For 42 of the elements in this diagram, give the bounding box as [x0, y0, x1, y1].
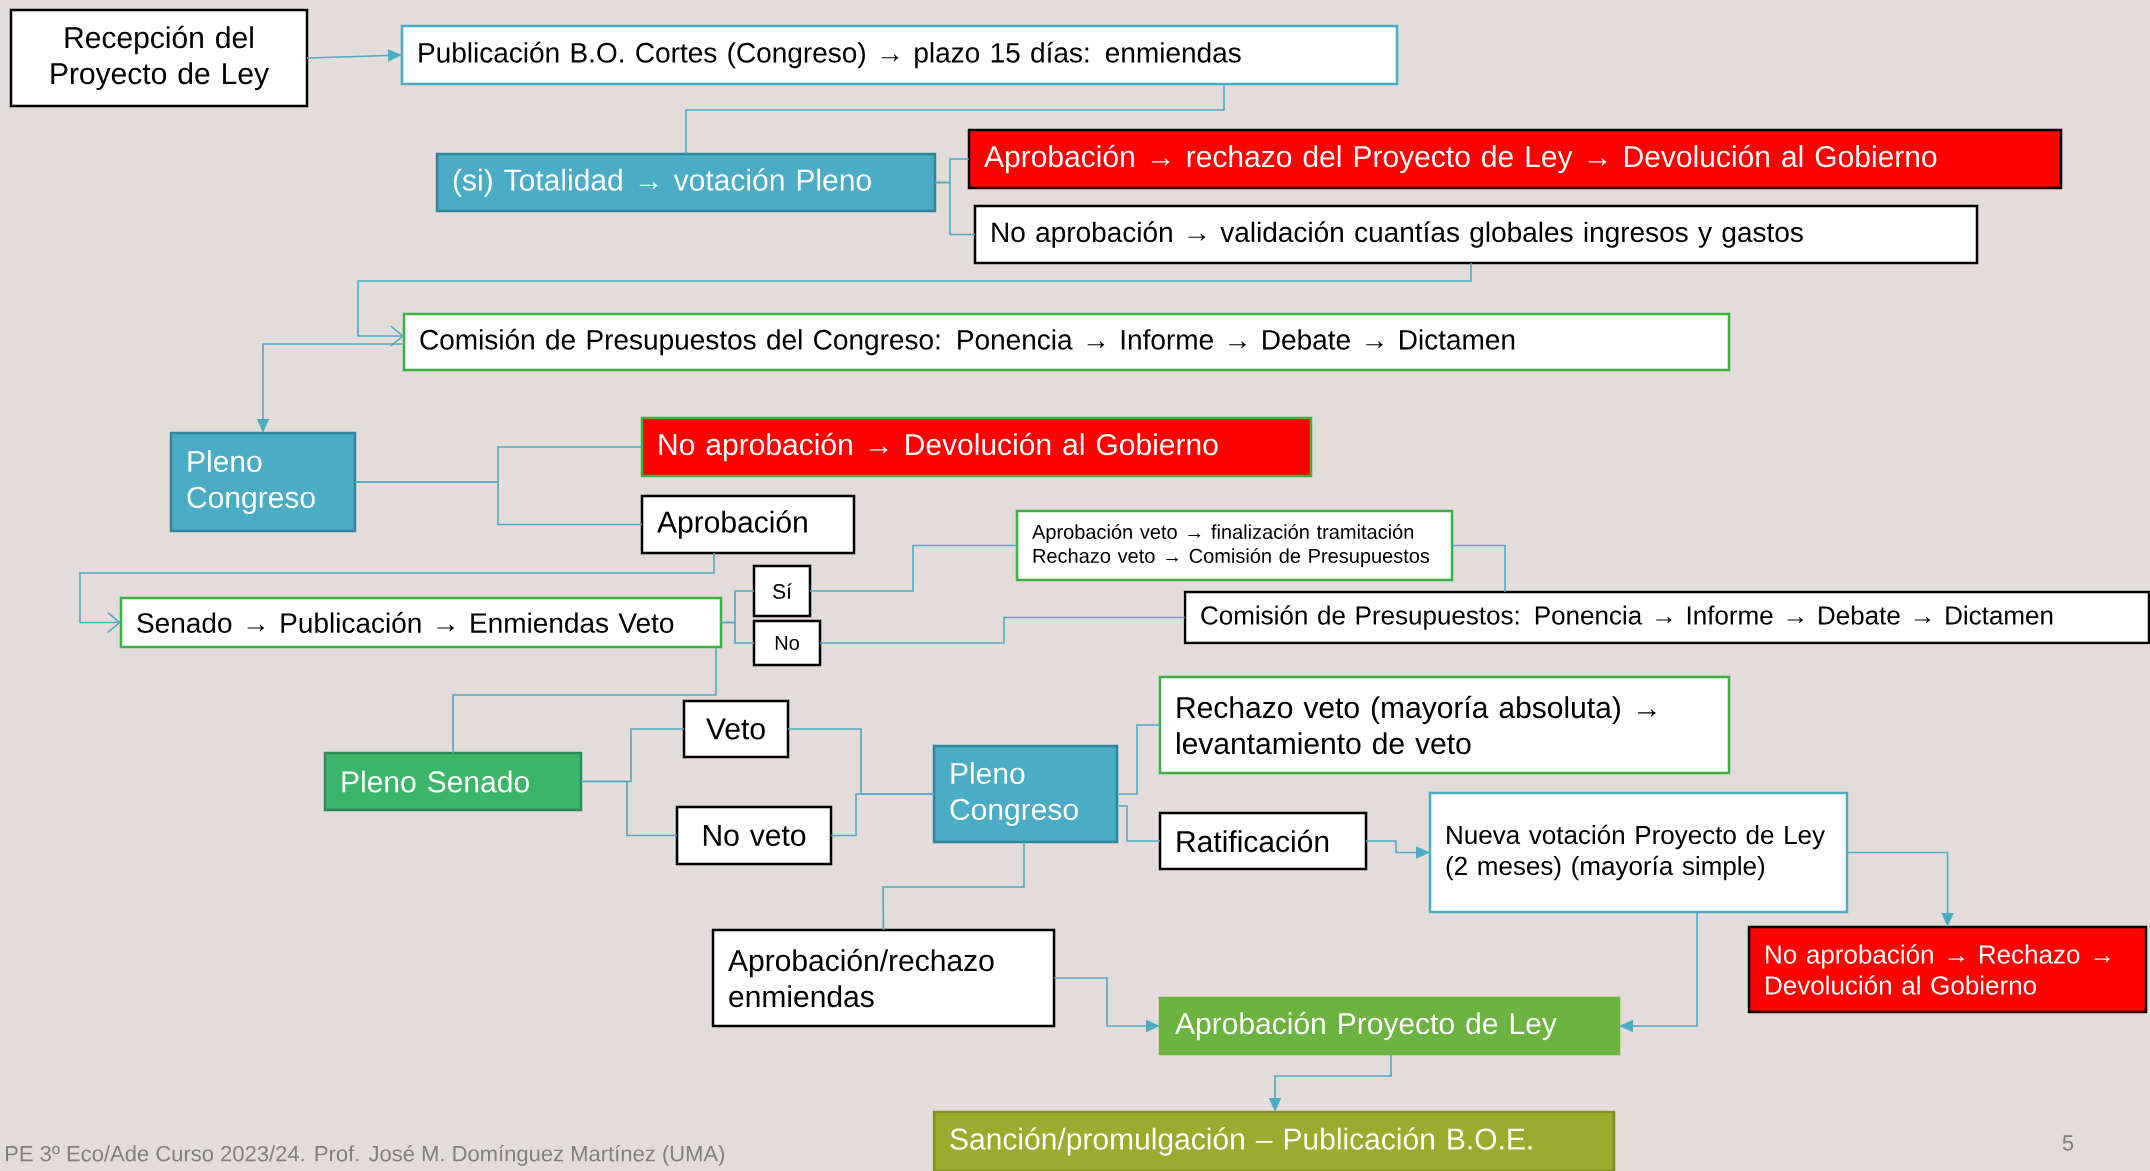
connector-line: [720, 621, 755, 644]
connector-line: [685, 83, 1225, 155]
connector-line: [580, 780, 678, 837]
process-box: Sanción/promulgación – Publicación B.O.E.: [932, 1110, 1616, 1171]
connector-line: [452, 646, 717, 754]
process-box: Pleno Senado: [323, 751, 583, 812]
process-box: Rechazo veto (mayoría absoluta) → levantamiento de veto: [1158, 675, 1731, 775]
process-box: No aprobación → Rechazo → Devolución al Gobierno: [1747, 925, 2148, 1014]
connector-arrow: [79, 552, 715, 634]
connector-line: [830, 793, 935, 837]
process-box: (si) Totalidad → votación Pleno: [435, 152, 937, 213]
process-box: Aprobación veto → finalización tramitación Rechazo veto → Comisión de Presupuestos: [1015, 509, 1454, 582]
process-box: Comisión de Presupuestos: Ponencia → Informe → Debate → Dictamen: [1183, 590, 2150, 645]
option-box: No veto: [675, 805, 833, 866]
process-box: Aprobación → rechazo del Proyecto de Ley → Devolución al Gobierno: [967, 128, 2063, 190]
process-box: Pleno Congreso: [932, 744, 1119, 844]
connector-arrow: [357, 262, 1472, 347]
process-box: Ratificación: [1158, 811, 1368, 871]
connector-line: [882, 841, 1025, 931]
page-number: 5: [2062, 1135, 2074, 1151]
process-box: Aprobación Proyecto de Ley: [1158, 996, 1621, 1056]
connector-line: [809, 544, 1018, 592]
process-box: Publicación B.O. Cortes (Congreso) → plazo 15 días: enmiendas: [400, 24, 1399, 86]
option-box: No: [752, 619, 822, 667]
process-box: Nueva votación Proyecto de Ley (2 meses) (mayoría simple): [1428, 791, 1849, 914]
process-box: Recepción del Proyecto de Ley: [9, 8, 309, 108]
process-box: No aprobación → Devolución al Gobierno: [640, 416, 1313, 478]
connector-line: [934, 181, 976, 236]
connector-line: [1116, 724, 1161, 795]
process-box: Comisión de Presupuestos del Congreso: Ponencia → Informe → Debate → Dictamen: [402, 312, 1731, 372]
option-box: Sí: [752, 564, 812, 618]
process-box: Aprobación/rechazo enmiendas: [711, 928, 1056, 1028]
connector-line: [354, 481, 643, 526]
option-box: Veto: [682, 699, 790, 759]
process-box: No aprobación → validación cuantías globales ingresos y gastos: [973, 204, 1979, 265]
connector-line: [1451, 544, 1506, 593]
connector-line: [819, 616, 1186, 644]
connector-line: [1116, 805, 1161, 842]
process-box: Senado → Publicación → Enmiendas Veto: [119, 596, 723, 649]
process-box: Aprobación: [640, 494, 856, 555]
footer-text: PE 3º Eco/Ade Curso 2023/24. Prof. José M. Domínguez Martínez (UMA): [6, 1145, 725, 1166]
process-box: Pleno Congreso: [169, 431, 357, 533]
